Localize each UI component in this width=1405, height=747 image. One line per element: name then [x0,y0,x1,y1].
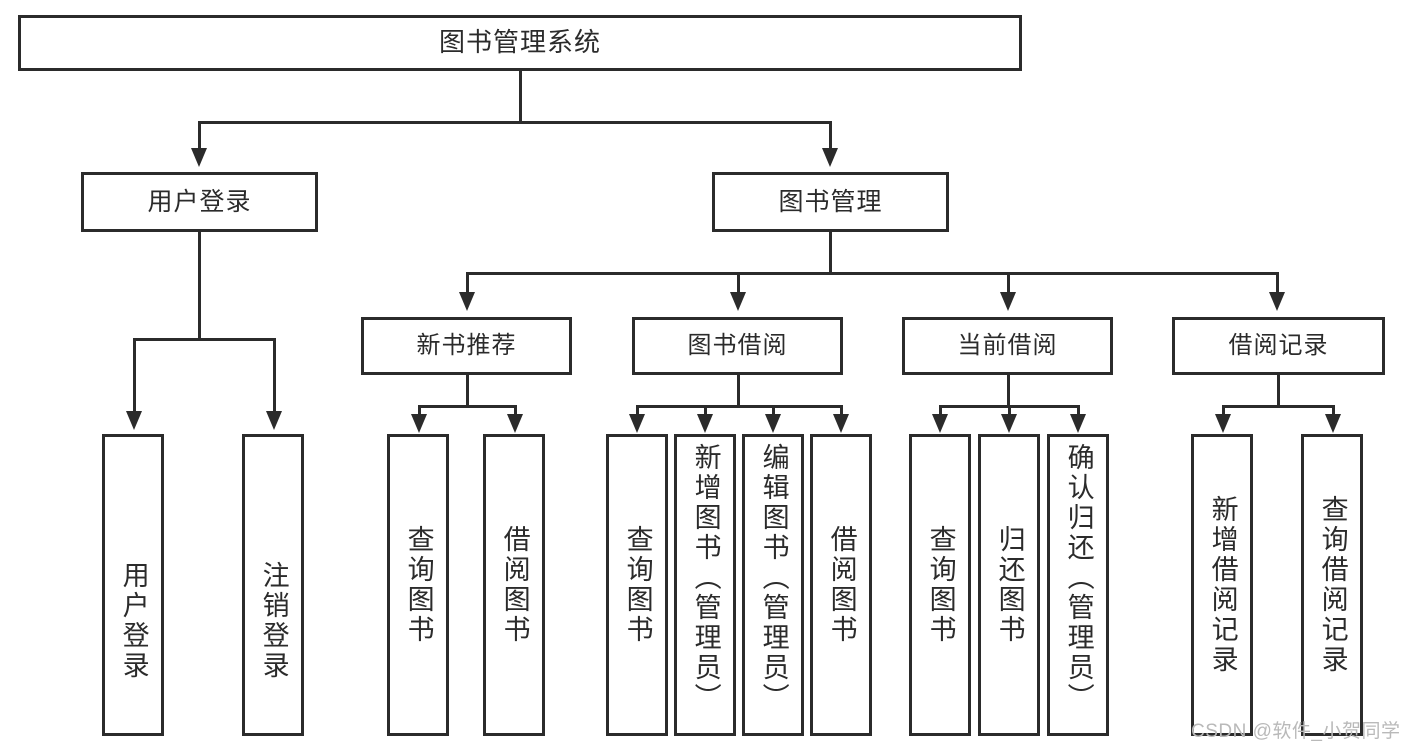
arrow-nb-to-query [411,414,427,433]
leaf-label: 注销登录 [258,561,289,681]
arrow-bb-to-add [697,414,713,433]
arrow-user-login-to-login [126,411,142,430]
leaf-label: 用户登录 [118,561,149,681]
node-borrow-record[interactable]: 借阅记录 [1172,317,1385,375]
edge-root-to-book-management [829,121,832,149]
edge-root-to-user-login [198,121,201,149]
node-current-borrow[interactable]: 当前借阅 [902,317,1113,375]
edge-book-management-bar [466,272,1279,275]
arrow-root-to-user-login [191,148,207,167]
arrow-bb-to-lend [833,414,849,433]
arrow-bm-to-new-book [459,292,475,311]
node-label: 新书推荐 [416,332,517,360]
node-label: 用户登录 [147,187,252,216]
edge-bm-to-new-book [466,272,469,294]
leaf-label: 新增图书（管理员） [690,443,721,713]
leaf-label: 查询图书 [622,525,653,645]
arrow-user-login-to-logout [266,411,282,430]
leaf-borrow-add-book-admin[interactable]: 新增图书（管理员） [674,434,736,736]
arrow-cb-to-return [1001,414,1017,433]
edge-user-login-to-login [133,338,136,413]
edge-root-bar [198,121,832,124]
leaf-borrow-query-book[interactable]: 查询图书 [606,434,668,736]
edge-bm-to-borrow [737,272,740,294]
arrow-bm-to-record [1269,292,1285,311]
leaf-user-login[interactable]: 用户登录 [102,434,164,736]
edge-borrow-record-bar [1222,405,1335,408]
edge-root-stem [519,71,522,121]
leaf-new-book-query[interactable]: 查询图书 [387,434,449,736]
edge-nb-to-borrow [514,405,517,417]
edge-user-login-to-logout [273,338,276,413]
edge-br-to-add [1222,405,1225,417]
edge-cb-to-return [1008,405,1011,417]
edge-new-book-stem [466,375,469,407]
leaf-new-book-borrow[interactable]: 借阅图书 [483,434,545,736]
edge-new-book-bar [418,405,517,408]
arrow-bm-to-borrow [730,292,746,311]
leaf-label: 查询图书 [925,525,956,645]
arrow-bb-to-query [629,414,645,433]
node-label: 当前借阅 [957,332,1058,360]
leaf-label: 编辑图书（管理员） [758,443,789,713]
edge-user-login-bar [133,338,276,341]
leaf-borrow-lend-book[interactable]: 借阅图书 [810,434,872,736]
leaf-label: 查询借阅记录 [1317,495,1348,675]
edge-nb-to-query [418,405,421,417]
arrow-br-to-query [1325,414,1341,433]
node-book-management[interactable]: 图书管理 [712,172,949,232]
arrow-bm-to-current [1000,292,1016,311]
leaf-label: 查询图书 [403,525,434,645]
leaf-label: 确认归还（管理员） [1063,443,1094,713]
edge-bb-to-add [704,405,707,417]
leaf-current-confirm-return-admin[interactable]: 确认归还（管理员） [1047,434,1109,736]
arrow-nb-to-borrow [507,414,523,433]
leaf-record-add[interactable]: 新增借阅记录 [1191,434,1253,736]
leaf-label: 借阅图书 [499,525,530,645]
edge-br-to-query [1332,405,1335,417]
leaf-record-query[interactable]: 查询借阅记录 [1301,434,1363,736]
edge-book-management-stem [829,232,832,274]
edge-bm-to-current [1007,272,1010,294]
edge-user-login-stem [198,232,201,340]
leaf-user-logout[interactable]: 注销登录 [242,434,304,736]
node-label: 图书借阅 [687,332,788,360]
arrow-cb-to-query [932,414,948,433]
watermark-text: CSDN @软件_小贺同学 [1191,721,1401,742]
arrow-br-to-add [1215,414,1231,433]
edge-book-borrow-stem [737,375,740,407]
edge-cb-to-query [939,405,942,417]
node-user-login[interactable]: 用户登录 [81,172,318,232]
edge-bb-to-lend [840,405,843,417]
leaf-current-query-book[interactable]: 查询图书 [909,434,971,736]
edge-bm-to-record [1276,272,1279,294]
edge-book-borrow-bar [636,405,840,408]
arrow-root-to-book-management [822,148,838,167]
leaf-current-return-book[interactable]: 归还图书 [978,434,1040,736]
edge-bb-to-edit [772,405,775,417]
arrow-cb-to-confirm [1070,414,1086,433]
leaf-label: 新增借阅记录 [1207,495,1238,675]
node-root-book-management-system[interactable]: 图书管理系统 [18,15,1022,71]
node-label: 借阅记录 [1228,332,1329,360]
edge-bb-to-query [636,405,639,417]
node-new-book-recommend[interactable]: 新书推荐 [361,317,572,375]
node-label: 图书管理 [778,187,883,216]
node-label: 图书管理系统 [438,27,601,58]
leaf-label: 归还图书 [994,525,1025,645]
leaf-borrow-edit-book-admin[interactable]: 编辑图书（管理员） [742,434,804,736]
edge-borrow-record-stem [1277,375,1280,407]
edge-current-borrow-stem [1007,375,1010,407]
arrow-bb-to-edit [765,414,781,433]
node-book-borrow[interactable]: 图书借阅 [632,317,843,375]
leaf-label: 借阅图书 [826,525,857,645]
edge-cb-to-confirm [1077,405,1080,417]
